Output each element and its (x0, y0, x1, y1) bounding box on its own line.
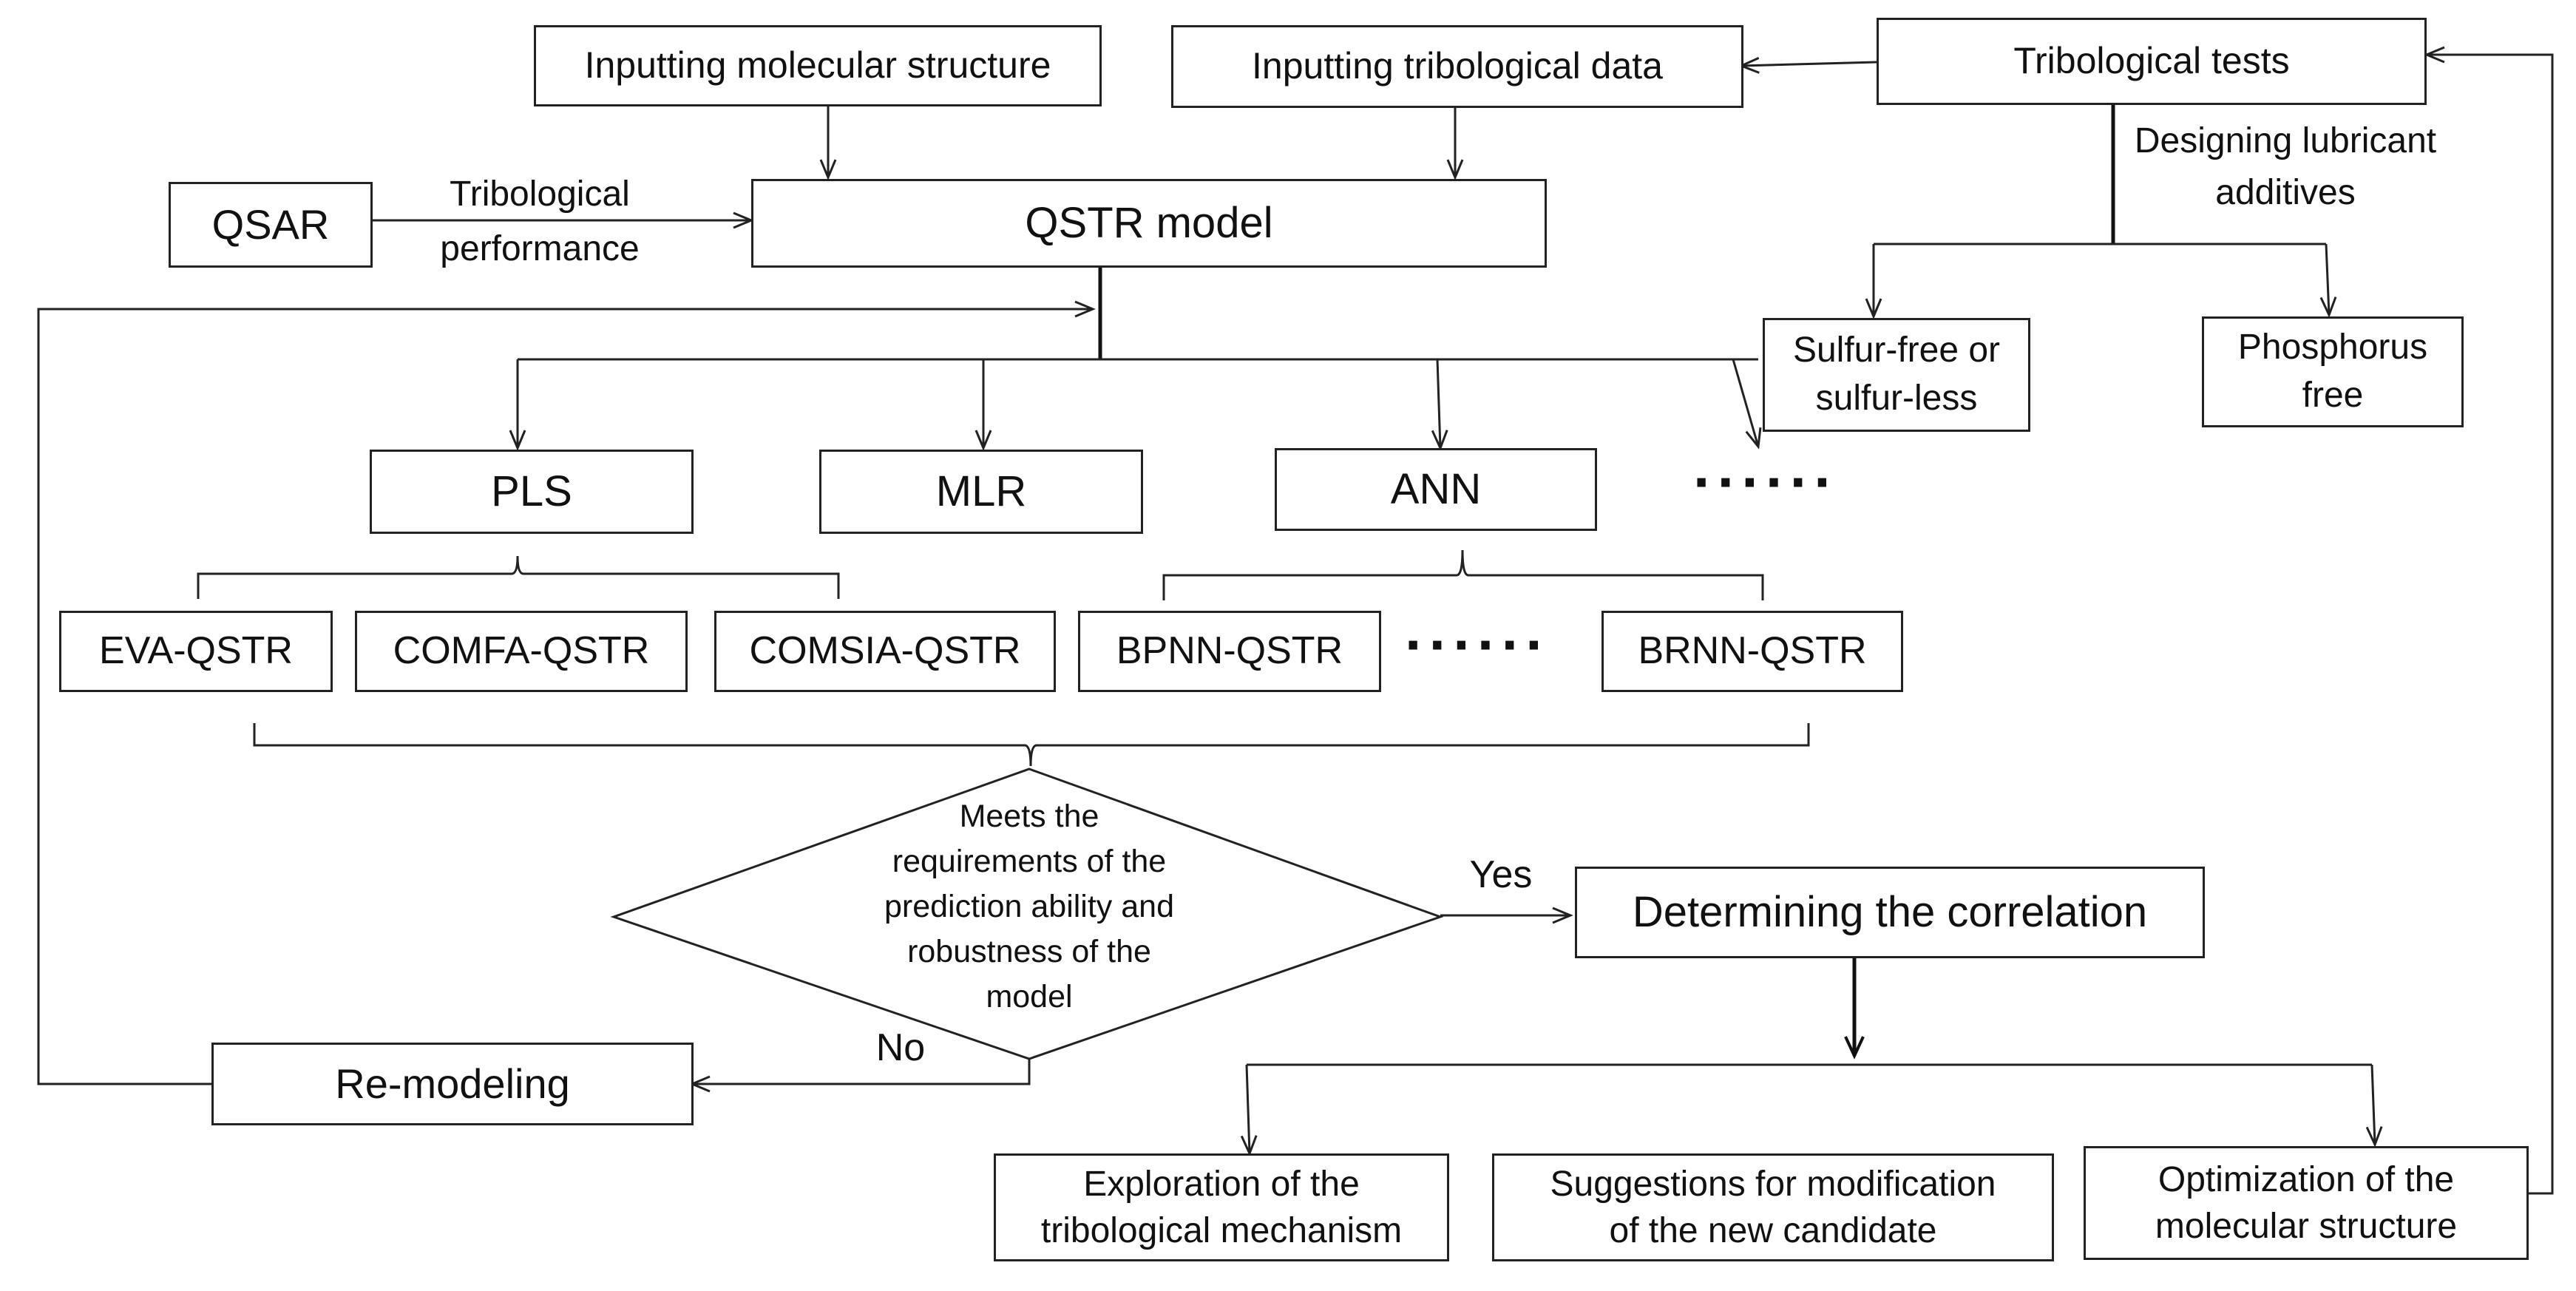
comsia-qstr-label: COMSIA-QSTR (749, 629, 1021, 673)
ann-brace (1162, 549, 1764, 600)
optimization-label: Optimization of the molecular structure (2155, 1159, 2458, 1246)
re-modeling-label: Re-modeling (335, 1060, 570, 1107)
bpnn-qstr-box: BPNN-QSTR (1078, 611, 1381, 692)
loop-optimization-to-tests (2424, 46, 2554, 1195)
ann-box: ANN (1275, 448, 1597, 531)
variants-brace (253, 723, 1810, 767)
designing-additives-label: Designing lubricant additives (2134, 121, 2437, 212)
arrow-to-exploration (1240, 1064, 1258, 1156)
comfa-qstr-box: COMFA-QSTR (355, 611, 688, 692)
exploration-box: Exploration of the tribological mechanis… (994, 1153, 1449, 1261)
arrow-to-optimization (2365, 1064, 2383, 1148)
exploration-label: Exploration of the tribological mechanis… (1040, 1164, 1403, 1250)
qsar-box: QSAR (169, 182, 373, 268)
comsia-qstr-box: COMSIA-QSTR (714, 611, 1056, 692)
inputting-tribological-data-box: Inputting tribological data (1171, 25, 1743, 108)
ann-label: ANN (1390, 464, 1482, 513)
arrow-tests-to-tribodata (1738, 56, 1877, 74)
pls-label: PLS (491, 467, 572, 515)
inputting-molecular-structure-box: Inputting molecular structure (534, 25, 1102, 106)
decision-label: Meets the requirements of the prediction… (884, 799, 1175, 1015)
bpnn-qstr-label: BPNN-QSTR (1116, 629, 1343, 673)
brnn-qstr-label: BRNN-QSTR (1638, 629, 1867, 673)
more-methods-ellipsis: ······ (1693, 449, 1838, 515)
mlr-box: MLR (819, 450, 1143, 534)
eva-qstr-box: EVA-QSTR (59, 611, 333, 692)
arrow-to-more-methods (1732, 359, 1762, 450)
determining-correlation-box: Determining the correlation (1575, 867, 2205, 958)
arrow-to-phosphorus (2319, 243, 2337, 318)
arrow-no (689, 1059, 1031, 1093)
comfa-qstr-label: COMFA-QSTR (393, 629, 650, 673)
inputting-tribological-data-label: Inputting tribological data (1252, 45, 1663, 87)
arrow-to-ann (1431, 359, 1448, 451)
qstr-model-label: QSTR model (1025, 198, 1273, 247)
tribological-performance-label: Tribological performance (440, 174, 640, 269)
qstr-model-box: QSTR model (751, 179, 1547, 268)
tribological-tests-label: Tribological tests (2013, 40, 2290, 82)
tribological-tests-box: Tribological tests (1877, 18, 2427, 105)
qsar-label: QSAR (211, 200, 330, 248)
phosphorus-free-label: Phosphorus free (2237, 328, 2428, 415)
yes-label: Yes (1469, 853, 1533, 896)
more-ann-variants-ellipsis: ······ (1405, 611, 1550, 677)
decision-diamond (610, 768, 1444, 1060)
optimization-box: Optimization of the molecular structure (2084, 1146, 2529, 1260)
phosphorus-free-box: Phosphorus free (2202, 316, 2464, 427)
eva-qstr-label: EVA-QSTR (99, 629, 293, 673)
sulfur-free-label: Sulfur-free or sulfur-less (1792, 331, 2001, 418)
inputting-molecular-structure-label: Inputting molecular structure (584, 44, 1051, 87)
no-label: No (875, 1026, 926, 1069)
suggestions-label: Suggestions for modification of the new … (1550, 1164, 1996, 1250)
re-modeling-box: Re-modeling (211, 1043, 694, 1125)
brnn-qstr-box: BRNN-QSTR (1601, 611, 1903, 692)
determining-correlation-label: Determining the correlation (1632, 887, 2148, 936)
pls-box: PLS (370, 450, 694, 534)
loop-remodeling-to-qstr (37, 300, 1096, 1085)
sulfur-free-box: Sulfur-free or sulfur-less (1763, 318, 2030, 432)
pls-brace (197, 555, 840, 599)
mlr-label: MLR (935, 467, 1027, 515)
suggestions-box: Suggestions for modification of the new … (1492, 1153, 2054, 1261)
